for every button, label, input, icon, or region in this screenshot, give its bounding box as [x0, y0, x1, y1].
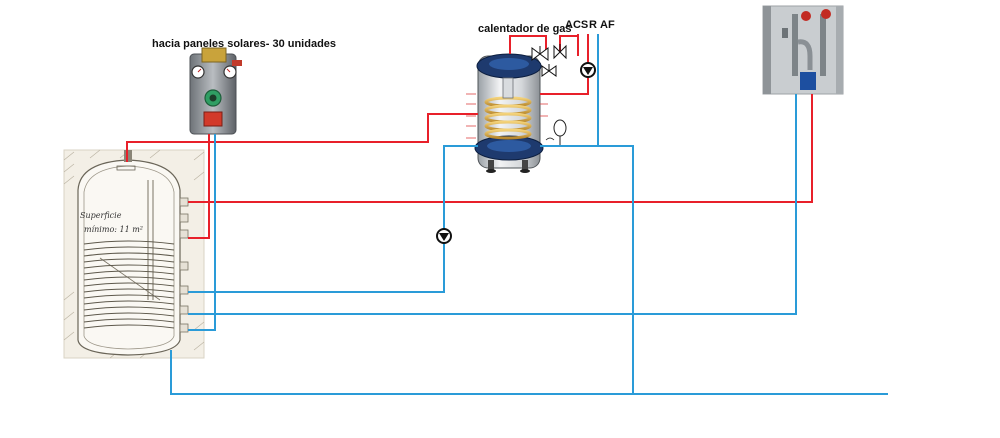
valve-3	[541, 64, 557, 77]
gas-heater-label: calentador de gas	[478, 23, 572, 35]
pump-loop	[436, 228, 452, 244]
valve-1	[531, 46, 549, 61]
pump-dhw	[580, 62, 596, 78]
manifold-photo	[762, 5, 844, 95]
cold-pipes	[170, 34, 888, 395]
r-label: R	[589, 19, 597, 31]
gas-heater-tank	[466, 53, 548, 173]
valve-2	[553, 44, 567, 60]
solar-pump-station	[189, 47, 242, 135]
expansion-vessel	[545, 119, 567, 145]
surface-note-line2: mínimo: 11 m²	[84, 225, 144, 234]
surface-note-line1: Superficie	[80, 211, 122, 220]
af-label: AF	[600, 19, 615, 31]
solar-panels-label: hacia paneles solares- 30 unidades	[152, 38, 337, 50]
acs-label: ACS	[565, 19, 589, 31]
storage-tank	[63, 149, 205, 359]
hot-pipes	[126, 34, 813, 239]
